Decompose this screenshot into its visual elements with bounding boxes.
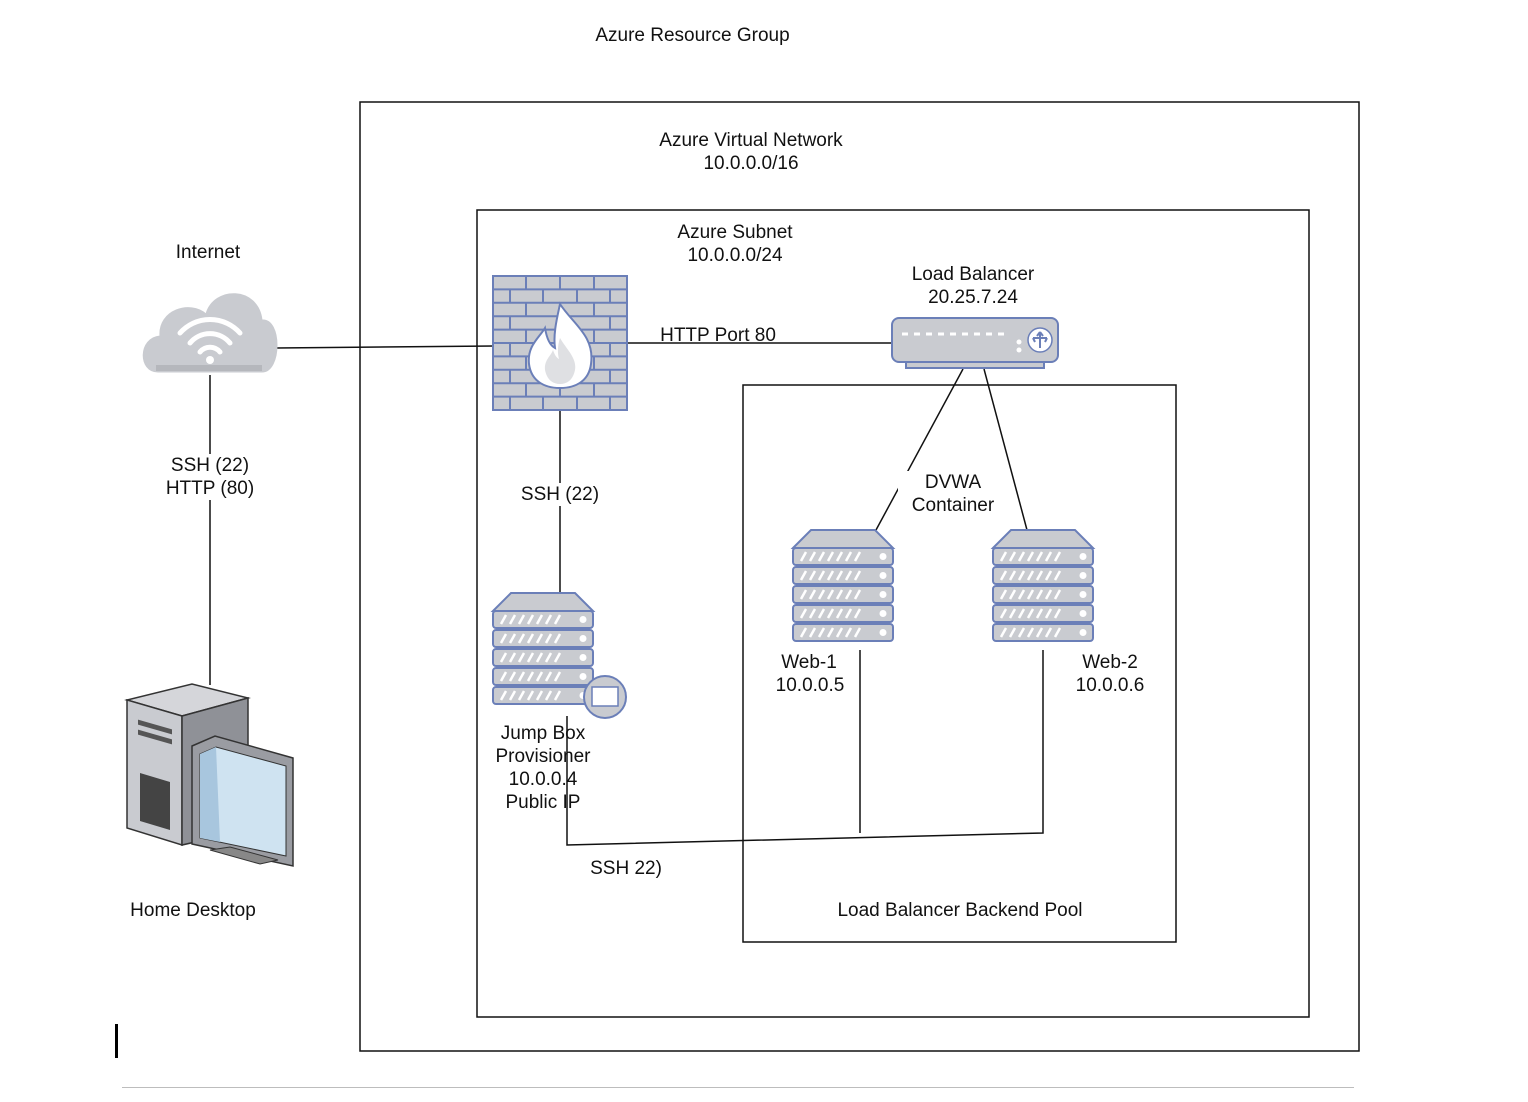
vnet-boundary [359, 101, 1360, 1052]
subnet-boundary [476, 209, 1310, 1018]
web1-name: Web-1 [781, 652, 837, 673]
load-balancer-ip: 20.25.7.24 [928, 287, 1018, 308]
dvwa-container-label: DVWA Container [898, 471, 1008, 517]
web2-name: Web-2 [1082, 652, 1138, 673]
backend-pool-label: Load Balancer Backend Pool [837, 900, 1083, 921]
vnet-label: Azure Virtual Network 10.0.0.0/16 [600, 129, 902, 175]
lb-web1-link [875, 368, 964, 531]
firewall-ssh-label: SSH (22) [512, 483, 608, 506]
page-divider [122, 1087, 1354, 1088]
load-balancer-title: Load Balancer [911, 264, 1035, 285]
web2-ip: 10.0.0.6 [1075, 675, 1145, 696]
text-cursor [115, 1024, 118, 1058]
jumpbox-monitor-icon [583, 675, 627, 719]
jumpbox-ssh-link [566, 650, 1044, 846]
vnet-cidr: 10.0.0.0/16 [703, 153, 799, 174]
load-balancer-icon [891, 317, 1059, 369]
web1-ip: 10.0.0.5 [775, 675, 845, 696]
internet-label: Internet [175, 242, 241, 263]
firewall-icon [492, 275, 628, 411]
backend-pool-boundary [742, 384, 1177, 943]
resource-group-title: Azure Resource Group [595, 25, 790, 46]
subnet-title: Azure Subnet [677, 222, 793, 243]
web2-server-icon [991, 528, 1095, 643]
internet-protocols-label: SSH (22) HTTP (80) [157, 454, 263, 500]
cloud-icon [142, 293, 278, 373]
home-desktop-label: Home Desktop [130, 900, 256, 921]
http-port-label: HTTP Port 80 [660, 325, 776, 346]
web1-label: Web-1 10.0.0.5 [760, 651, 860, 697]
vnet-title: Azure Virtual Network [659, 130, 843, 151]
load-balancer-label: Load Balancer 20.25.7.24 [870, 263, 1076, 309]
desktop-computer-icon [124, 683, 294, 867]
jumpbox-server-icon [491, 591, 595, 706]
subnet-label: Azure Subnet 10.0.0.0/24 [620, 221, 850, 267]
lb-web2-link [983, 368, 1028, 531]
web1-server-icon [791, 528, 895, 643]
jumpbox-label: Jump Box Provisioner 10.0.0.4 Public IP [495, 723, 591, 813]
internet-firewall-link [275, 345, 495, 349]
ssh-bottom-label: SSH 22) [590, 858, 662, 879]
web2-label: Web-2 10.0.0.6 [1060, 651, 1160, 697]
subnet-cidr: 10.0.0.0/24 [687, 245, 783, 266]
